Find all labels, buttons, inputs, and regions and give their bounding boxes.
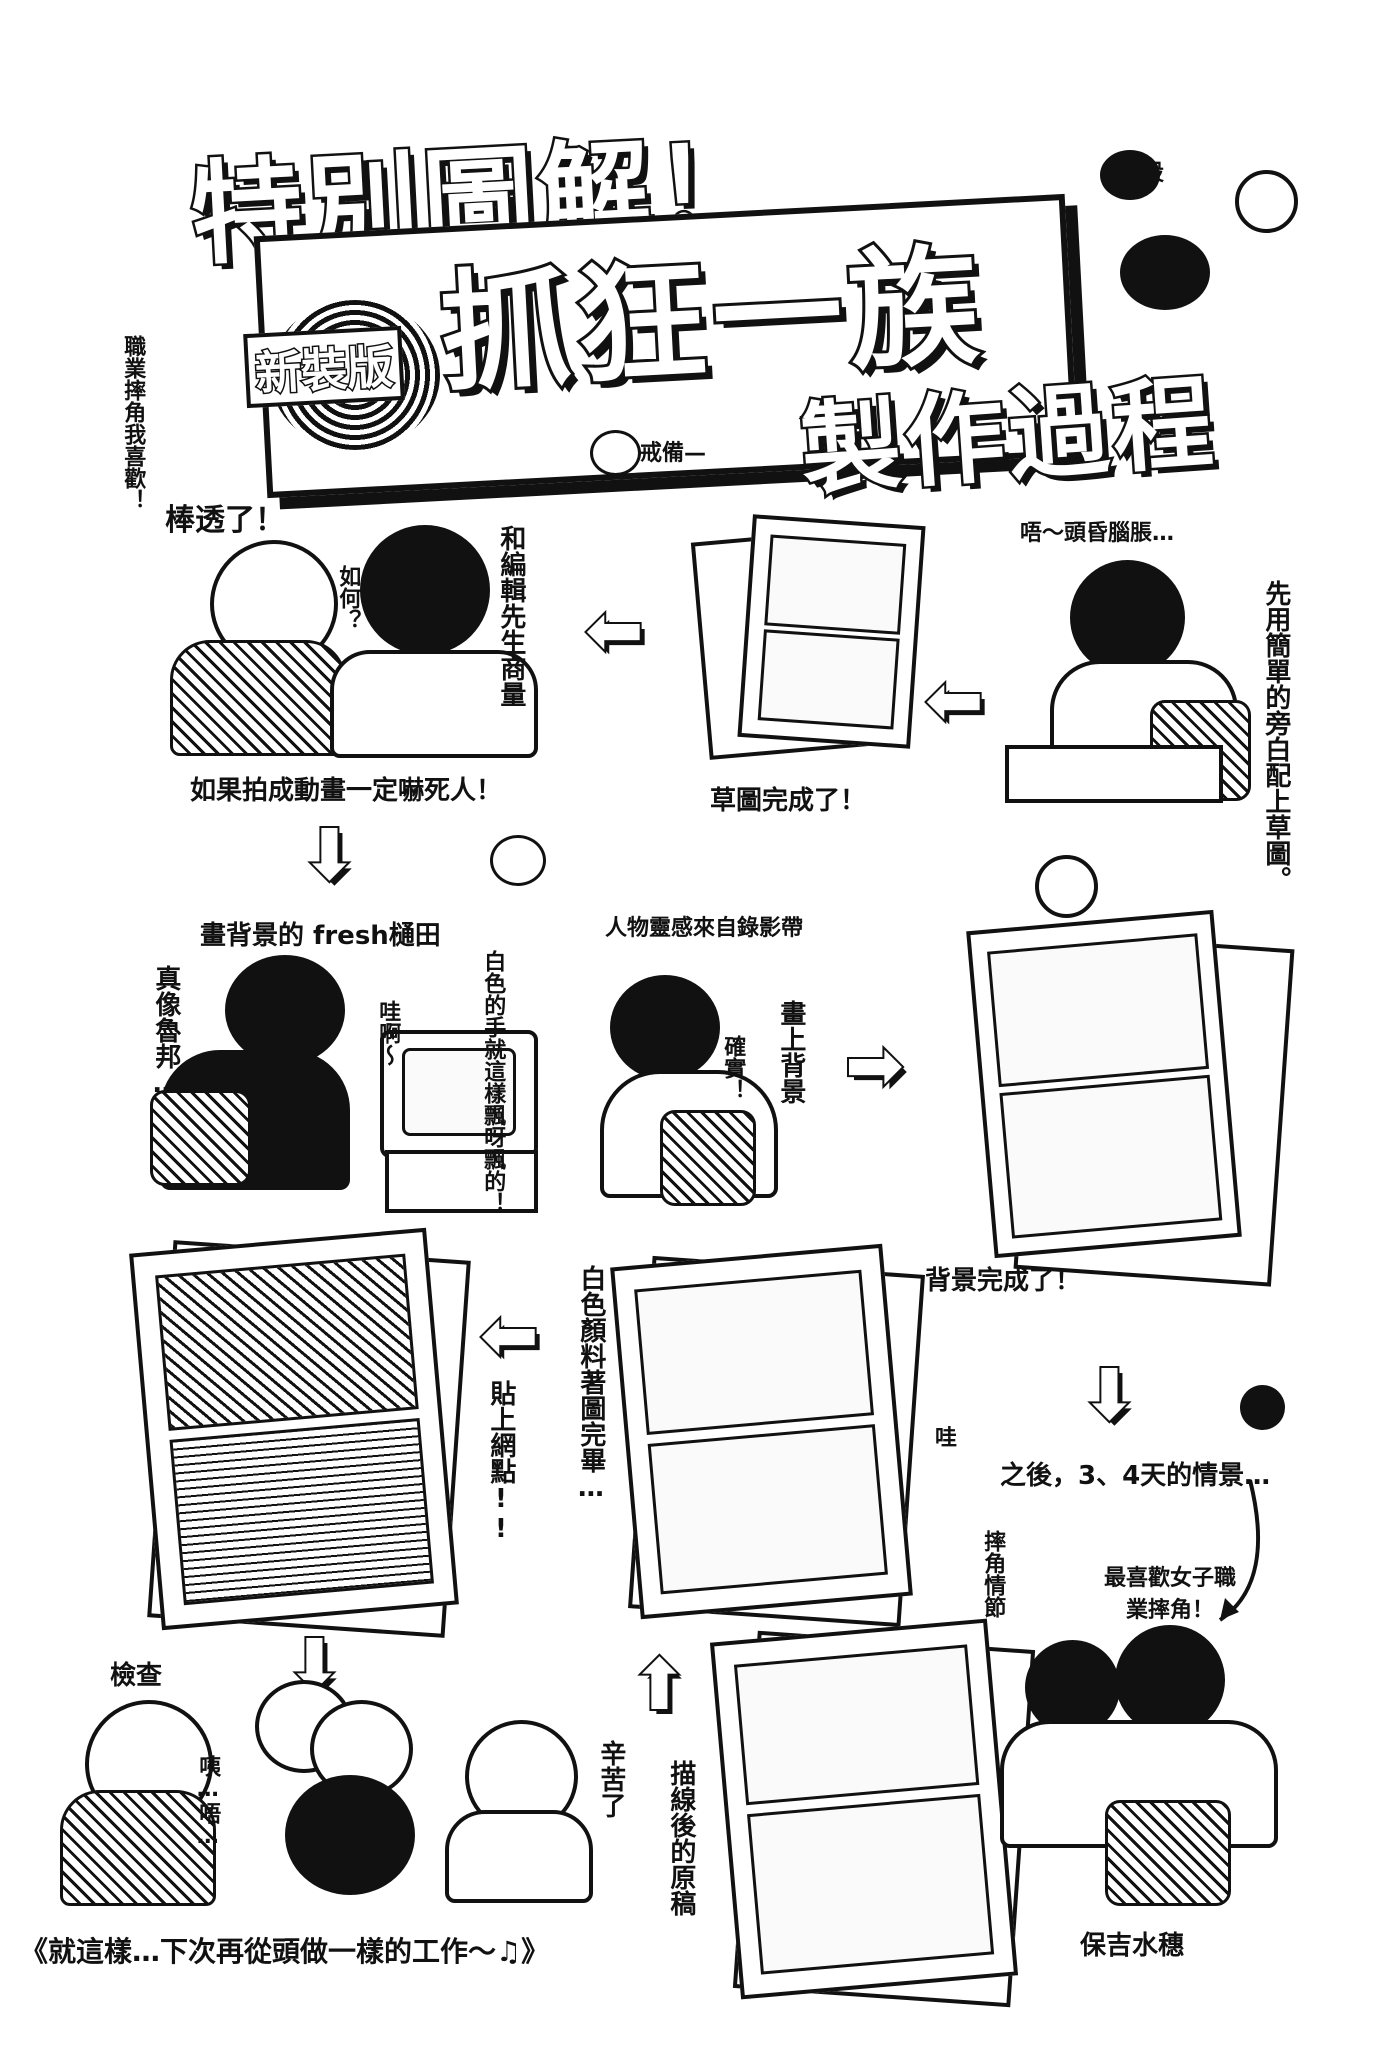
- doodle-small-face-2: [490, 835, 546, 886]
- label-bg-done: 背景完成了！: [925, 1266, 1082, 1296]
- character-viewer-1: [1025, 1640, 1120, 1735]
- character-editor-body: [170, 640, 346, 756]
- character-artist-head: [1070, 560, 1185, 675]
- arrow-left-icon: ⬅: [583, 589, 646, 671]
- label-indeed: 確實！: [720, 1035, 746, 1101]
- character-yasuyoshi-head: [1115, 1625, 1225, 1735]
- label-draw-bg: 畫上背景: [775, 1000, 806, 1104]
- label-caution: 戒備—: [640, 441, 707, 466]
- label-ending: 《就這樣…下次再從頭做一樣的工作～♫》: [20, 1935, 550, 1968]
- desk: [1005, 745, 1223, 803]
- label-pro-wrestling-love: 職業摔角我喜歡！: [120, 335, 146, 511]
- label-how-about: 如何？: [335, 565, 361, 631]
- label-dizzy: 唔～頭昏腦脹…: [1020, 521, 1175, 546]
- arrow-down-icon: ⬇: [298, 814, 361, 896]
- label-awesome: 棒透了！: [165, 503, 285, 538]
- tv-set: [380, 1030, 538, 1158]
- arrow-right-icon: ➡: [843, 1024, 906, 1106]
- label-inked-original: 描線後的原稿: [665, 1760, 696, 1916]
- label-wow: 哇啊～: [375, 1000, 401, 1066]
- doodle-running-alien: [1240, 1385, 1285, 1430]
- character-author-head-2: [610, 975, 720, 1080]
- label-fresh-higuchi: 畫背景的 fresh樋田: [200, 921, 441, 951]
- character-higuchi-head: [225, 955, 345, 1065]
- character-checker-body: [60, 1790, 216, 1906]
- character-author-body: [330, 650, 538, 758]
- label-white-paint-done: 白色顏料著圖完畢…: [575, 1265, 606, 1503]
- label-after-days: 之後，3、4天的情景…: [1000, 1461, 1271, 1491]
- label-yasuyoshi: 保吉水穗: [1080, 1931, 1185, 1961]
- label-storyboard-done: 草圖完成了！: [710, 786, 867, 816]
- character-author-head: [360, 525, 490, 655]
- label-apply-tone: 貼上網點!!: [485, 1380, 516, 1544]
- label-thanks: 辛苦了: [595, 1740, 626, 1818]
- label-if-animated: 如果拍成動畫一定嚇死人！: [190, 776, 503, 806]
- label-fav-women-wrestling: 最喜歡女子職業摔角！: [1103, 1566, 1236, 1623]
- character-ponytail-girl: [285, 1775, 415, 1895]
- vcr-deck: [385, 1150, 538, 1213]
- arrow-left-icon: ⬅: [478, 1294, 541, 1376]
- doodle-wild-hair-head: [1120, 235, 1210, 310]
- label-wa: 哇: [935, 1426, 958, 1451]
- arrow-down-icon: ⬇: [1078, 1354, 1141, 1436]
- doodle-small-face: [590, 430, 641, 476]
- doodle-head-1: [1100, 150, 1160, 200]
- doodle-dancing-figure: [1035, 855, 1098, 918]
- doodle-head-2: [1235, 170, 1298, 233]
- label-wrestling-plot: 摔角情節: [980, 1530, 1006, 1618]
- label-check: 檢查: [110, 1661, 163, 1691]
- tv-screen: [402, 1048, 516, 1136]
- label-hmm: 咦…唔…: [195, 1755, 221, 1849]
- label-inspiration: 人物靈感來自錄影帶: [605, 916, 804, 941]
- arrow-left-icon: ⬅: [923, 659, 986, 741]
- arrow-up-icon: ⬆: [628, 1644, 691, 1726]
- chair-left: [150, 1090, 251, 1186]
- chair-wrestling: [1105, 1800, 1231, 1906]
- character-smiling-man-body: [445, 1810, 593, 1903]
- chair-right: [660, 1110, 756, 1206]
